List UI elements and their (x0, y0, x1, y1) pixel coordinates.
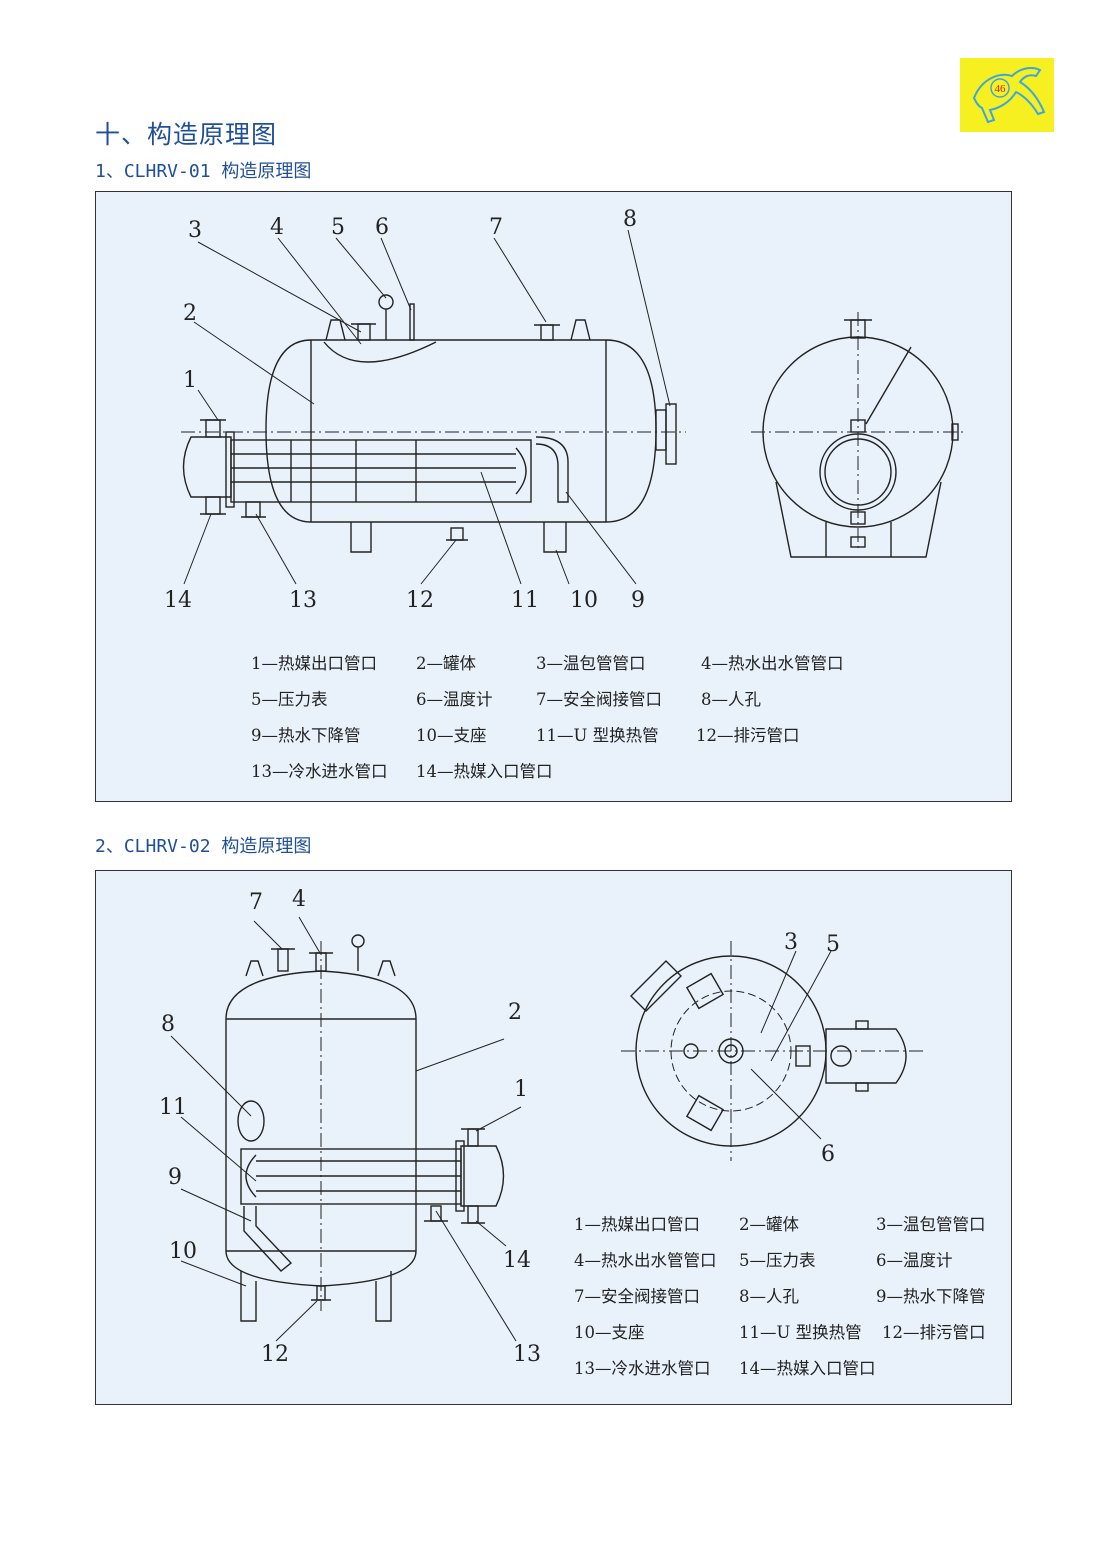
legend-item: 13—冷水进水管口 (574, 1359, 711, 1378)
legend-item: 5—压力表 (251, 690, 328, 709)
d2-callout-11: 11 (159, 1095, 187, 1120)
d1-callout-1: 1 (183, 368, 197, 393)
diagram1-panel: 1 2 3 4 5 6 7 8 9 10 11 12 13 14 1—热媒出口管… (95, 191, 1012, 802)
logo-number: 46 (995, 83, 1007, 95)
diagram2-title: 2、CLHRV-02 构造原理图 (95, 832, 311, 858)
legend-item: 3—温包管管口 (876, 1215, 986, 1234)
d1-callout-5: 5 (331, 215, 345, 240)
d1-callout-11: 11 (511, 588, 539, 613)
legend-item: 14—热媒入口管口 (739, 1359, 876, 1378)
d2-callout-7: 7 (249, 890, 263, 915)
legend-item: 8—人孔 (739, 1287, 799, 1306)
d1-callout-10: 10 (570, 588, 598, 613)
legend-item: 13—冷水进水管口 (251, 762, 388, 781)
diagram2-title-suffix: 构造原理图 (221, 836, 312, 857)
diagram2-title-model: 2、CLHRV-02 (95, 836, 211, 857)
company-logo: 46 (960, 58, 1054, 132)
d1-callout-4: 4 (270, 215, 284, 240)
legend-item: 14—热媒入口管口 (416, 762, 553, 781)
legend-item: 1—热媒出口管口 (251, 654, 377, 673)
exchanger-head (182, 436, 232, 498)
d2-callout-14: 14 (503, 1248, 531, 1273)
d1-callout-3: 3 (188, 218, 202, 243)
d1-callout-13: 13 (289, 588, 317, 613)
d2-callout-2: 2 (508, 1000, 522, 1025)
diagram2-panel: 1 2 3 4 5 6 7 8 9 10 11 12 13 14 1—热媒出口管… (95, 870, 1012, 1405)
legend-item: 9—热水下降管 (876, 1287, 986, 1306)
diagram1-drawing: 1 2 3 4 5 6 7 8 9 10 11 12 13 14 (164, 207, 966, 613)
legend-item: 7—安全阀接管口 (574, 1287, 700, 1306)
d1-callout-7: 7 (489, 215, 503, 240)
section-title: 十、构造原理图 (95, 120, 278, 149)
diagram1-title: 1、CLHRV-01 构造原理图 (95, 157, 311, 183)
diagram1-title-suffix: 构造原理图 (221, 161, 312, 182)
legend-item: 3—温包管管口 (536, 654, 646, 673)
legend-item: 4—热水出水管管口 (574, 1251, 717, 1270)
tank-body-side (265, 339, 657, 523)
d1-callout-6: 6 (375, 215, 389, 240)
d2-callout-13: 13 (513, 1342, 541, 1367)
legend-item: 10—支座 (416, 726, 487, 745)
legend-item: 1—热媒出口管口 (574, 1215, 700, 1234)
d1-callout-2: 2 (183, 301, 197, 326)
legend-item: 10—支座 (574, 1323, 645, 1342)
legend-item: 12—排污管口 (882, 1323, 986, 1342)
diagram1-title-model: 1、CLHRV-01 (95, 161, 211, 182)
legend-item: 2—罐体 (739, 1215, 799, 1234)
legend-item: 2—罐体 (416, 654, 476, 673)
diagram2-drawing: 1 2 3 4 5 6 7 8 9 10 11 12 13 14 (159, 887, 926, 1367)
d2-callout-1: 1 (514, 1077, 528, 1102)
d2-callout-3: 3 (784, 930, 798, 955)
d1-callout-14: 14 (164, 588, 192, 613)
legend-item: 6—温度计 (416, 690, 493, 709)
d2-callout-5: 5 (826, 932, 840, 957)
d2-callout-8: 8 (161, 1012, 175, 1037)
d2-callout-12: 12 (261, 1342, 289, 1367)
legend-item: 8—人孔 (701, 690, 761, 709)
legend-item: 11—U 型换热管 (536, 726, 659, 745)
legend-item: 4—热水出水管管口 (701, 654, 844, 673)
d2-callout-9: 9 (168, 1165, 182, 1190)
legend-item: 5—压力表 (739, 1251, 816, 1270)
d2-callout-4: 4 (292, 887, 306, 912)
legend-item: 9—热水下降管 (251, 726, 361, 745)
legend-item: 12—排污管口 (696, 726, 800, 745)
d1-callout-9: 9 (631, 588, 645, 613)
u-tube-bundle (230, 439, 532, 503)
d2-callout-6: 6 (821, 1142, 835, 1167)
legend-item: 11—U 型换热管 (739, 1323, 862, 1342)
d2-callout-10: 10 (169, 1239, 197, 1264)
legend-item: 7—安全阀接管口 (536, 690, 662, 709)
d1-callout-12: 12 (406, 588, 434, 613)
legend-item: 6—温度计 (876, 1251, 953, 1270)
d1-callout-8: 8 (623, 207, 637, 232)
